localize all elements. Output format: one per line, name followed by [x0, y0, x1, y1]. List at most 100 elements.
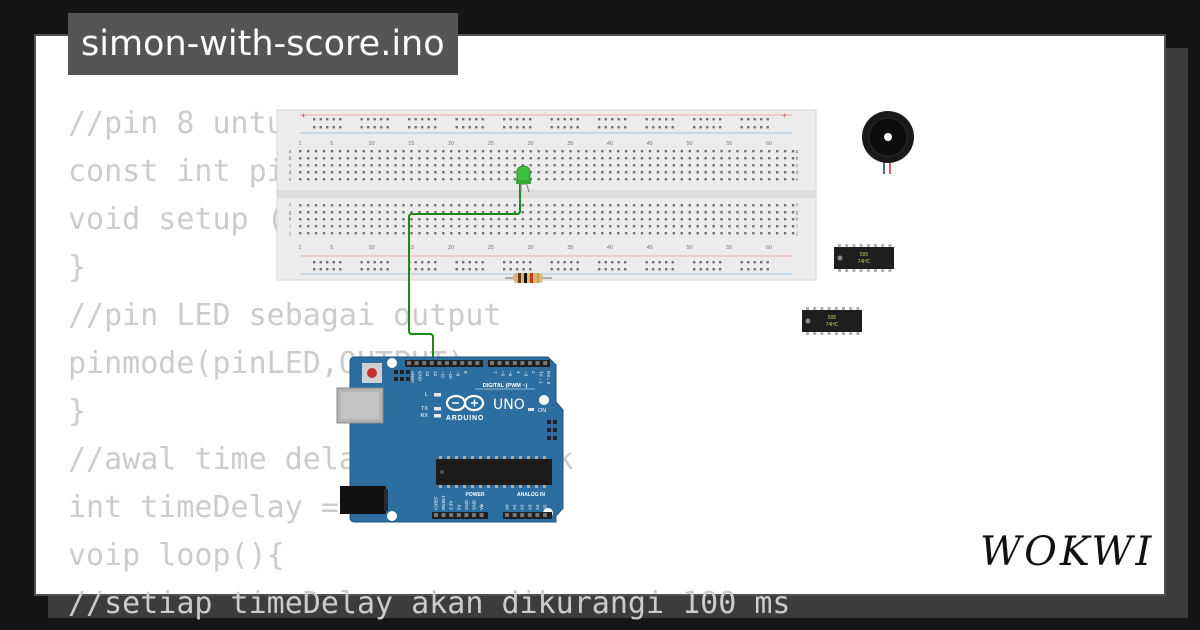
buzzer[interactable] [862, 111, 914, 174]
breadboard-column-number: 55 [726, 141, 732, 147]
digital-pin-label: 7 [493, 371, 498, 374]
digital-pin-label: 13 [425, 371, 430, 377]
breadboard-column-number: 55 [726, 245, 732, 251]
resistor[interactable] [505, 273, 552, 283]
arduino-infinity-logo [445, 394, 485, 412]
digital-pin-label: ~9 [456, 371, 461, 377]
breadboard-column-number: 25 [488, 245, 494, 251]
digital-header-label: DIGITAL (PWM ~) [483, 383, 528, 389]
breadboard-column-number: 10 [368, 141, 374, 147]
breadboard-column-number: 50 [686, 245, 692, 251]
breadboard-column-number: 10 [368, 245, 374, 251]
breadboard-column-number: 1 [298, 245, 301, 251]
digital-pin-label: 2 [531, 371, 536, 374]
breadboard-row-letter: j [288, 231, 290, 237]
power-pin-label: 3.3V [449, 501, 454, 510]
analog-header-label: ANALOG IN [517, 492, 545, 498]
arduino-brand-label: ARDUINO [446, 415, 484, 422]
breadboard-column-number: 1 [298, 141, 301, 147]
code-line: voip loop(){ [68, 538, 285, 573]
chip-1-line1: 595 [860, 252, 869, 258]
breadboard-row-letter: f [796, 203, 798, 209]
breadboard-column-number: 35 [567, 141, 573, 147]
led-green[interactable] [516, 165, 531, 193]
code-line: } [68, 250, 87, 285]
power-pin-label: IOREF [434, 496, 439, 510]
analog-pin-label: A4 [535, 504, 540, 510]
rail-plus-label: + [301, 111, 306, 120]
power-pin-label: GND [472, 499, 477, 510]
breadboard-row-letter: h [289, 217, 292, 223]
analog-pin-label: A0 [505, 504, 510, 510]
digital-pin-label: AREF [410, 371, 415, 383]
breadboard-column-number: 45 [647, 141, 653, 147]
power-pin-label: GND [464, 499, 469, 510]
breadboard-row-letter: e [289, 177, 292, 183]
power-pin-label: 5V [456, 504, 461, 510]
analog-pin-label: A3 [527, 504, 532, 510]
chip-1-line2: 74HC [858, 259, 871, 265]
code-line: //setiap timeDelay akan dikurangi 100 ms [68, 586, 791, 621]
power-header-label: POWER [466, 492, 485, 498]
breadboard-row-letter: a [796, 149, 799, 155]
digital-pin-label: ~6 [501, 371, 506, 377]
arduino-model-label: UNO [493, 397, 525, 413]
breadboard-row-letter: c [289, 163, 292, 169]
breadboard-column-number: 60 [766, 245, 772, 251]
chip-74hc595-2[interactable]: 595 74HC [802, 307, 862, 335]
breadboard-column-number: 40 [607, 141, 613, 147]
analog-pin-label: A1 [512, 504, 517, 510]
code-line: //pin LED sebagai output [68, 298, 502, 333]
analog-pin-label: A5 [543, 504, 548, 510]
rail-plus-label-right: + [782, 111, 787, 120]
breadboard-row-letter: b [796, 156, 799, 162]
breadboard-row-letter: b [289, 156, 292, 162]
wokwi-logo-text: WOKWI [980, 529, 1152, 575]
breadboard-column-number: 50 [686, 141, 692, 147]
breadboard-row-letter: i [289, 224, 290, 230]
board-led-label: TX [421, 406, 428, 412]
breadboard-row-letter: h [796, 217, 799, 223]
digital-pin-label: 4 [516, 371, 521, 374]
breadboard-row-letter: d [289, 170, 292, 176]
power-pin-label: RESET [441, 495, 446, 510]
digital-pin-label: ~5 [508, 371, 513, 377]
breadboard-column-number: 25 [488, 141, 494, 147]
breadboard-row-letter: g [796, 210, 799, 216]
chip-2-line2: 74HC [826, 322, 839, 328]
digital-pin-label: ~10 [448, 371, 453, 379]
breadboard-row-letter: a [289, 149, 292, 155]
wokwi-logo[interactable]: WOKWI [976, 525, 1152, 575]
digital-pin-label: 12 [433, 371, 438, 377]
breadboard-column-number: 20 [448, 141, 454, 147]
breadboard-column-number: 5 [330, 141, 333, 147]
board-led-label: L [425, 392, 428, 398]
breadboard-column-number: 60 [766, 141, 772, 147]
breadboard-row-letter: i [796, 224, 797, 230]
on-led-label: ON [538, 408, 546, 414]
digital-pin-label: GND [418, 371, 423, 382]
breadboard-row-letter: f [289, 203, 291, 209]
board-led-label: RX [420, 413, 428, 419]
breadboard-column-number: 20 [448, 245, 454, 251]
breadboard-holes [299, 118, 795, 271]
breadboard-row-letter: g [289, 210, 292, 216]
breadboard-column-number: 45 [647, 245, 653, 251]
project-filename-title[interactable]: simon-with-score.ino [68, 13, 458, 75]
chip-74hc595-1[interactable]: 595 74HC [834, 244, 894, 272]
digital-pin-label: TX→1 [539, 371, 544, 384]
wire-green[interactable] [408, 180, 521, 363]
digital-pin-label: RX←0 [546, 371, 551, 385]
code-line: } [68, 394, 87, 429]
breadboard-column-number: 30 [527, 245, 533, 251]
breadboard-row-letter: j [795, 231, 797, 237]
breadboard-column-number: 40 [607, 245, 613, 251]
breadboard-column-number: 15 [408, 245, 414, 251]
digital-pin-label: ~11 [440, 371, 445, 379]
